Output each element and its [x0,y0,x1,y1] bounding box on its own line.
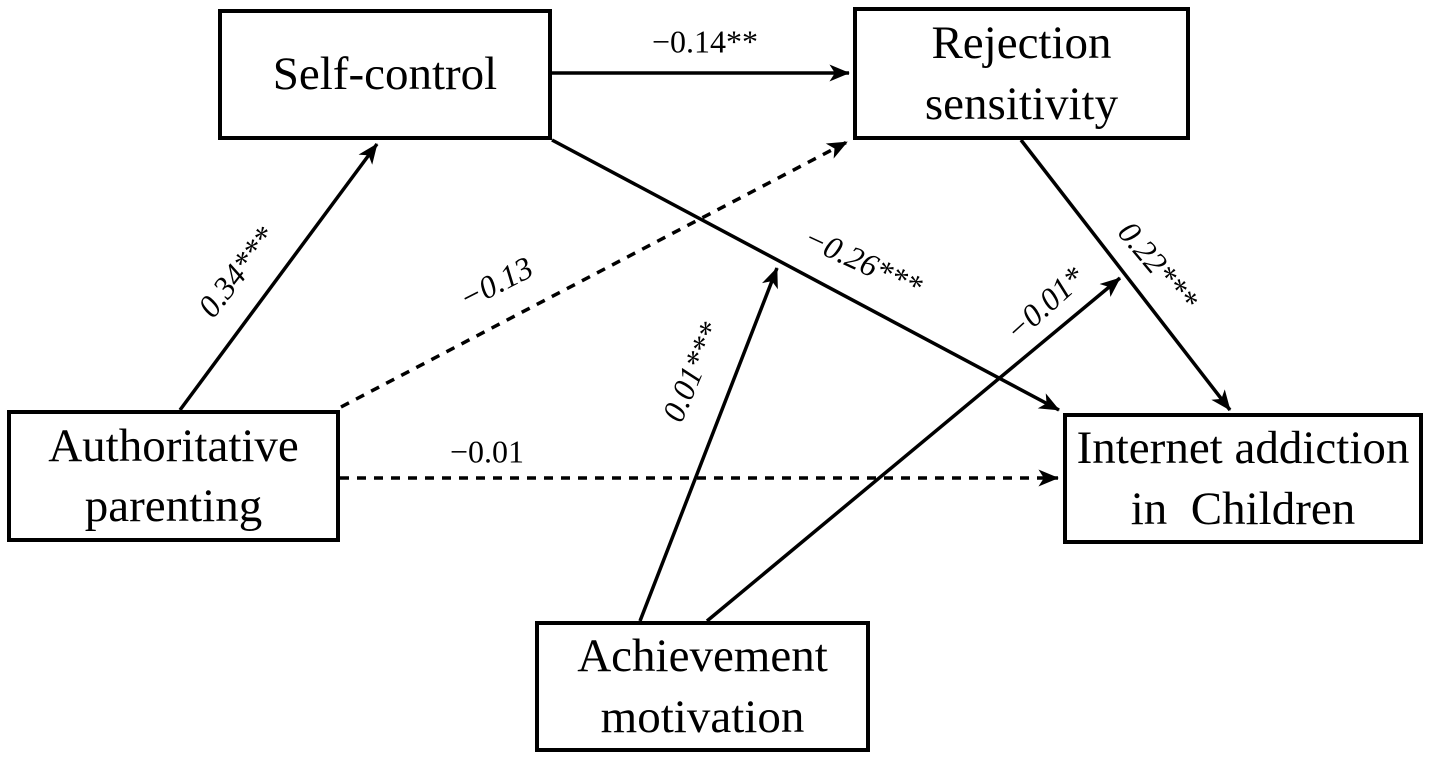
node-authoritative-parenting: Authoritative parenting [7,410,340,542]
edge-achievement-motivation-to-selfcontrol-ia-path [638,267,779,622]
edge-self-control-to-internet-addiction [551,138,1060,412]
node-label: in Children [1130,482,1356,535]
edge-authoritative-parenting-to-rejection-sensitivity [340,140,848,409]
node-internet-addiction: Internet addiction in Children [1063,413,1423,544]
node-label: parenting [84,480,263,532]
coefficient-label-ap-ia: −0.01 [449,433,525,470]
node-achievement-motivation: Achievement motivation [535,621,870,752]
coefficient-label-ap-rs: −0.13 [453,248,539,317]
coefficient-label-rs-ia: 0.22*** [1111,214,1206,318]
node-label: motivation [600,690,805,743]
coefficient-label-am-scia: 0.01*** [654,316,729,427]
node-rejection-sensitivity: Rejection sensitivity [853,7,1190,140]
node-label: sensitivity [924,77,1119,130]
node-label: Internet addiction [1076,422,1410,475]
edge-achievement-motivation-to-rejection-ia-path [705,276,1122,623]
node-label: Rejection [931,17,1112,70]
node-label: Authoritative [48,419,299,472]
coefficient-label-sc-rs: −0.14** [651,23,759,60]
node-label: Achievement [577,630,828,683]
coefficient-label-sc-ia: −0.26*** [798,218,928,305]
coefficient-label-am-rsia: −0.01* [997,258,1092,349]
node-label: Self-control [272,48,498,101]
coefficient-label-ap-sc: 0.34*** [190,219,283,324]
node-self-control: Self-control [218,9,552,140]
